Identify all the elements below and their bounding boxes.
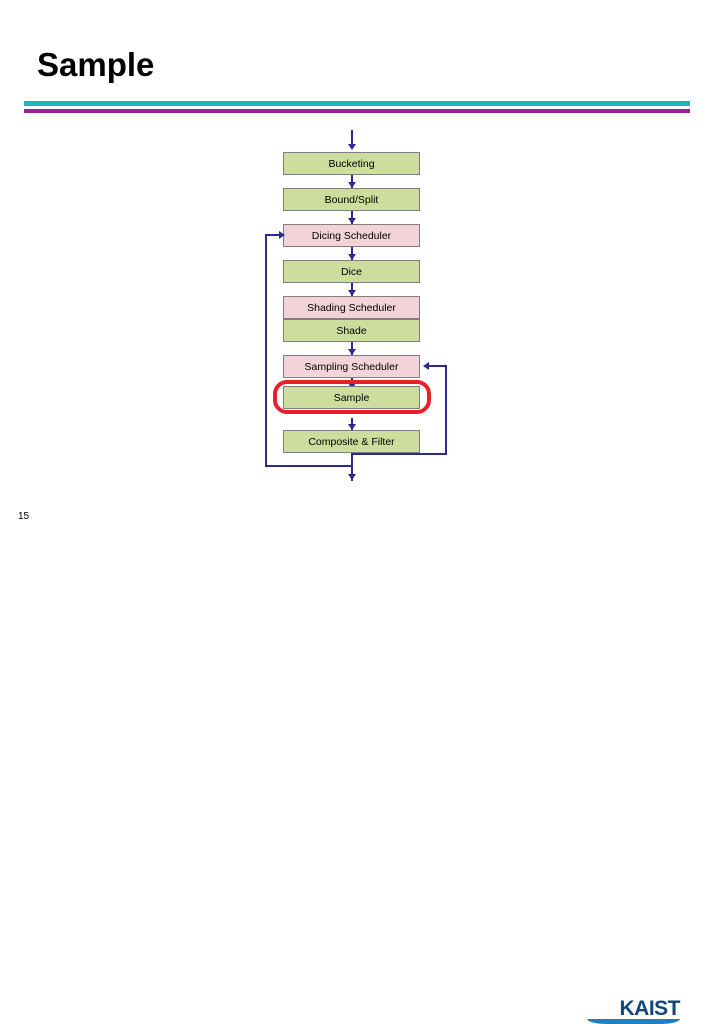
page-number: 15: [18, 511, 30, 522]
node-shade[interactable]: Shade: [283, 319, 420, 342]
node-label: Dice: [340, 265, 362, 278]
node-label: Shading Scheduler: [307, 301, 396, 314]
node-label: Composite & Filter: [308, 435, 395, 448]
title-rule-purple: [24, 109, 690, 113]
slide: Sample Bucketing Bound/Split Dicing Sche…: [18, 46, 700, 1024]
node-sample[interactable]: Sample: [283, 386, 420, 409]
title-rule-teal: [24, 101, 690, 106]
node-label: Bound/Split: [324, 193, 379, 206]
node-composite-filter[interactable]: Composite & Filter: [283, 430, 420, 453]
node-label: Bucketing: [328, 157, 375, 170]
node-label: Sample: [333, 391, 370, 404]
arrowhead-sampling-scheduler: [348, 349, 356, 355]
pipeline-flowchart: Bucketing Bound/Split Dicing Scheduler D…: [255, 130, 465, 490]
node-sampling-scheduler[interactable]: Sampling Scheduler: [283, 355, 420, 378]
node-shading-scheduler[interactable]: Shading Scheduler: [283, 296, 420, 319]
page-title: Sample: [37, 46, 155, 83]
node-label: Sampling Scheduler: [304, 360, 399, 373]
kaist-logo: KAIST: [587, 498, 700, 1024]
arrowhead-dice: [348, 254, 356, 260]
node-dicing-scheduler[interactable]: Dicing Scheduler: [283, 224, 420, 247]
feedback-bus-left-bottom: [265, 465, 353, 467]
node-dice[interactable]: Dice: [283, 260, 420, 283]
feedback-bus-left-vertical: [265, 234, 267, 467]
arrow-out-of-composite: [351, 453, 353, 481]
arrowhead-into-bucketing: [348, 144, 356, 150]
arrow-feedback-to-dicing-scheduler: [265, 234, 283, 236]
arrowhead-bound-split: [348, 182, 356, 188]
node-bound-split[interactable]: Bound/Split: [283, 188, 420, 211]
node-bucketing[interactable]: Bucketing: [283, 152, 420, 175]
arrowhead-feedback-dicing: [279, 231, 285, 239]
feedback-bus-right-bottom: [351, 453, 447, 455]
arrowhead-shading-scheduler: [348, 290, 356, 296]
arrowhead-feedback-sampling: [423, 362, 429, 370]
arrow-into-bucketing: [351, 130, 353, 146]
title-rule-white: [24, 106, 690, 109]
arrow-feedback-to-sampling-scheduler: [427, 365, 447, 367]
arrowhead-out: [348, 474, 356, 480]
kaist-logo-swoosh: [587, 1019, 680, 1024]
arrowhead-dicing-scheduler: [348, 218, 356, 224]
feedback-bus-right-vertical: [445, 365, 447, 455]
arrowhead-composite-filter: [348, 424, 356, 430]
node-label: Dicing Scheduler: [311, 229, 392, 242]
kaist-logo-text: KAIST: [619, 997, 681, 1020]
node-label: Shade: [336, 324, 367, 337]
